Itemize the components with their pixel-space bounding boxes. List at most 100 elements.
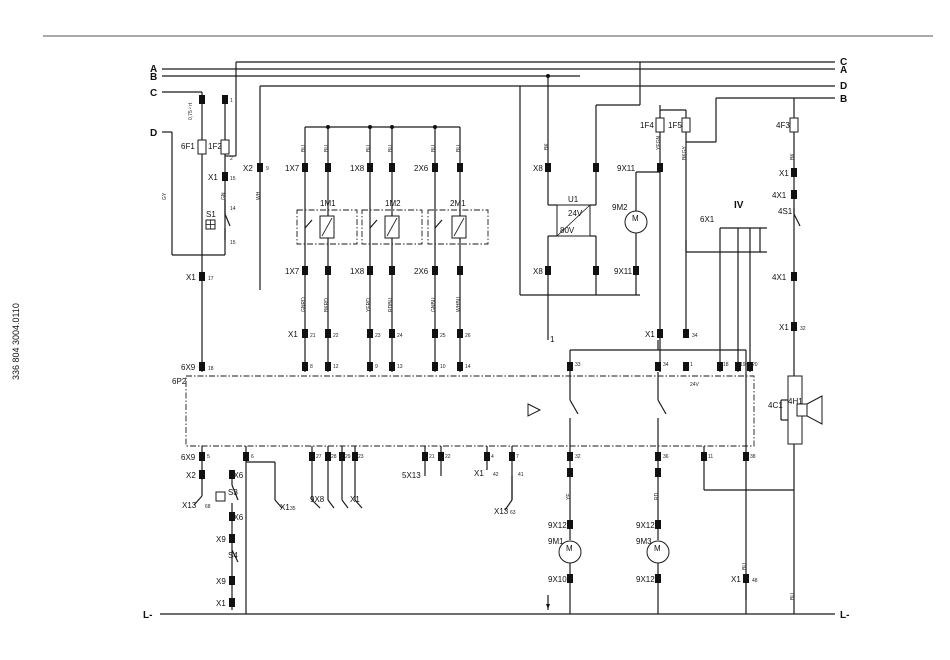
pin-label: 63	[510, 510, 516, 516]
controller-6p2: 6P2 33 34 1 18 19 20 24V	[172, 340, 794, 614]
pin-label: 36	[663, 454, 669, 460]
x1-pin32-label: X1	[779, 323, 789, 332]
bus-lines	[160, 61, 835, 615]
x9-12-bottom-label: 9X12	[636, 575, 655, 584]
motor-9m3-label: 9M3	[636, 537, 652, 546]
fuse-1f2-label: 1F2	[208, 142, 222, 151]
wire-code: 0,75 ² rt	[188, 102, 194, 120]
bus-label-l-minus-left: L-	[143, 610, 152, 621]
connector-x1-mid-label: X1	[350, 495, 360, 504]
converter-input-label: 24V	[568, 209, 583, 218]
motor-9m2-label: 9M2	[612, 203, 628, 212]
converter-output-label: 80V	[560, 226, 575, 235]
wire-code: GN	[221, 192, 227, 200]
wire-code-labels: BU BU BU BU BU BU GNRD BKRD YERD RDBU GN…	[162, 135, 796, 600]
pin-label: 48	[752, 578, 758, 584]
x6-9-upper-label: 6X9	[181, 363, 196, 372]
x1-bottom-left-label: X1	[280, 503, 290, 512]
fuse-6f1-label: 6F1	[181, 142, 195, 151]
wire-code: YE	[566, 493, 572, 500]
bus-label-l-minus-right: L-	[840, 610, 849, 621]
horn-column: 4F3 X1 4X1 4S1 4X1 X1 32 4H1 4C1	[768, 98, 823, 614]
motor-2m1-label: 2M1	[450, 199, 466, 208]
wire-code: BU	[790, 593, 796, 600]
motor-9m2-symbol: M	[632, 214, 639, 223]
wire-code: GNBU	[431, 297, 437, 312]
x8-upper-label: X8	[533, 164, 543, 173]
switch-4s1-label: 4S1	[778, 207, 793, 216]
pin-label: 4	[491, 454, 494, 460]
x9-11-upper-label: 9X11	[617, 164, 636, 173]
wire-code: RDBU	[388, 297, 394, 312]
connector-5x13-label: 5X13	[402, 471, 421, 480]
connector-6x1-label: 6X1	[700, 215, 715, 224]
connector-1x8-lower: 1X8	[350, 267, 365, 276]
pin-label: 9	[375, 364, 378, 370]
x1-lower-label: X1	[186, 273, 196, 282]
controller-6p2-label: 6P2	[172, 377, 187, 386]
pin-label: 13	[397, 364, 403, 370]
wire-code: BK	[544, 143, 550, 150]
connector-2x6-lower: 2X6	[414, 267, 429, 276]
x6-9-lower-label: 6X9	[181, 453, 196, 462]
x9-12-left-label: 9X12	[548, 521, 567, 530]
wire-code: GY	[162, 192, 168, 200]
pin-label: 41	[518, 472, 524, 478]
pin-label: 18	[723, 362, 729, 368]
connector-1x7-lower: 1X7	[285, 267, 300, 276]
pin-label: 15	[230, 240, 236, 246]
x4-1-upper-label: 4X1	[772, 191, 787, 200]
x1-6-lower-label: 1X6	[229, 513, 244, 522]
bus-label-c-left: C	[150, 88, 157, 99]
bus-label-b-right: B	[840, 94, 847, 105]
connector-x1-row: X1	[288, 330, 298, 339]
pin-label: 34	[663, 362, 669, 368]
fuse-group-left: 6F1 0,75 ² rt 1F2 1 2 X1 15 S1 14 15 X2 …	[181, 62, 269, 372]
x9-10-label: 9X10	[548, 575, 567, 584]
x13-left-label: X13	[182, 501, 197, 510]
pin-label: 42	[493, 472, 499, 478]
bus-labels: A B C D C A D B L- L-	[143, 57, 849, 621]
x13-mid-label: X13	[494, 507, 509, 516]
pin-label: 28	[331, 454, 337, 460]
x1-pin42-label: X1	[474, 469, 484, 478]
pin-label: 17	[208, 276, 214, 282]
pin-label: 22	[445, 454, 451, 460]
pin-label: 68	[205, 504, 211, 510]
wire-code: BU	[366, 145, 372, 152]
bus-label-b-left: B	[150, 72, 157, 83]
pin-label: 10	[440, 364, 446, 370]
switch-s3-label: S3	[228, 488, 238, 497]
wire-code: GNRD	[301, 297, 307, 312]
wire-code: BU	[388, 145, 394, 152]
section-iv: IV 6X1	[685, 200, 767, 372]
x9-lower-label: X9	[216, 577, 226, 586]
pin-label: 15	[230, 176, 236, 182]
pin-label: 22	[333, 333, 339, 339]
wire-code: YEGN	[656, 135, 662, 150]
x1-pin10-label: X1	[645, 330, 655, 339]
pin-label: 25	[440, 333, 446, 339]
pin-label: 21	[310, 333, 316, 339]
converter-u1-label: U1	[568, 195, 579, 204]
x1-horn-label: X1	[779, 169, 789, 178]
pin-label: 14	[230, 206, 236, 212]
bottom-left-group: X2 X13 68 X1 35 1X6 S3 1X6 X9 S4 X9 X1 9…	[182, 461, 524, 610]
pin-label: 1	[690, 362, 693, 368]
pin-label: 20	[752, 362, 758, 368]
motor-9m1-symbol: M	[566, 544, 573, 553]
bus-label-c-right: C	[840, 57, 847, 68]
fuse-1f4-label: 1F4	[640, 121, 654, 130]
pin-label: 11	[708, 454, 713, 460]
pin-label: 34	[692, 333, 698, 339]
bus-label-a-right: A	[840, 65, 847, 76]
motor-9m3-symbol: M	[654, 544, 661, 553]
pin-label: 24	[397, 333, 403, 339]
wire-code: YERD	[366, 298, 372, 312]
x9-upper-label: X9	[216, 535, 226, 544]
pin-label: 8	[310, 364, 313, 370]
switch-s1-label: S1	[206, 210, 216, 219]
bus-label-d-right: D	[840, 81, 847, 92]
pin-label: 24V	[690, 382, 700, 388]
pin-label: 26	[465, 333, 471, 339]
